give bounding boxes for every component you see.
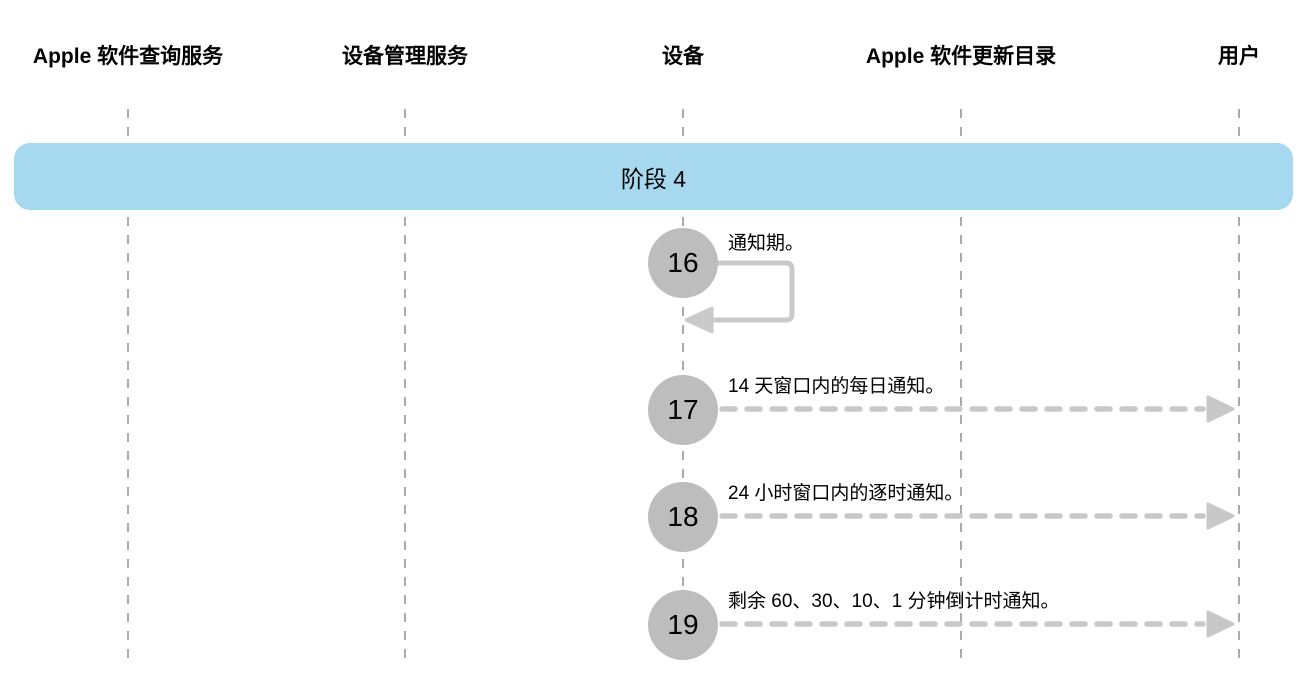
step-18-circle: 18 (648, 482, 718, 552)
lifeline-user (1238, 109, 1240, 660)
phase-banner-label: 阶段 4 (620, 165, 687, 192)
step-18-label: 24 小时窗口内的逐时通知。 (728, 483, 964, 504)
step-17-circle: 17 (648, 375, 718, 445)
actor-user: 用户 (1218, 45, 1260, 68)
step-19-number: 19 (667, 609, 699, 640)
step-17-arrowhead (1206, 395, 1235, 423)
step-16-number: 16 (667, 247, 699, 278)
step-16-self-loop-arrowhead (684, 306, 714, 334)
actor-device-management-service: 设备管理服务 (342, 45, 468, 68)
step-17-label: 14 天窗口内的每日通知。 (728, 376, 945, 397)
step-16-circle: 16 (648, 228, 718, 298)
actor-device: 设备 (662, 45, 704, 68)
lifeline-apple-software-lookup-service (127, 109, 129, 660)
step-18-arrowhead (1206, 502, 1235, 530)
lifeline-apple-software-update-catalog (960, 109, 962, 660)
step-17-number: 17 (667, 394, 699, 425)
step-18-number: 18 (667, 501, 699, 532)
step-19-arrowhead (1206, 610, 1235, 638)
lifeline-device-management-service (404, 109, 406, 660)
phase-banner: 阶段 4 (14, 143, 1293, 210)
actor-apple-software-update-catalog: Apple 软件更新目录 (865, 45, 1057, 68)
step-19-circle: 19 (648, 590, 718, 660)
step-16-label: 通知期。 (728, 233, 805, 254)
step-19-label: 剩余 60、30、10、1 分钟倒计时通知。 (728, 591, 1060, 612)
actor-apple-software-lookup-service: Apple 软件查询服务 (32, 45, 224, 68)
step-16-self-loop-arrow (712, 260, 795, 323)
